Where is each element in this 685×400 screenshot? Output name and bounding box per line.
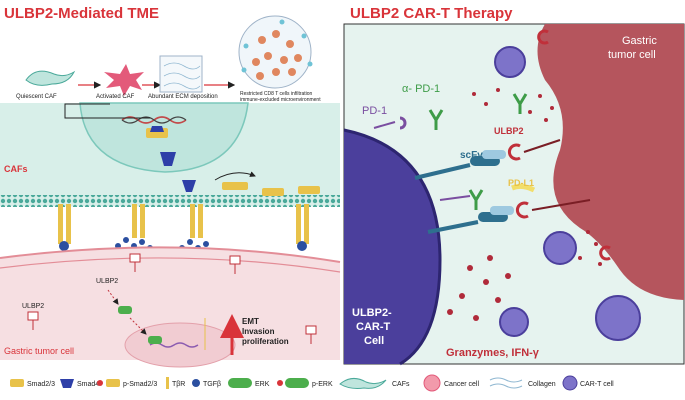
anti-pd1-label: α- PD-1 — [402, 83, 440, 95]
legend-collagen-icon — [489, 377, 523, 389]
ulbp2-label-a: ULBP2 — [96, 278, 118, 285]
tumor-nucleus — [124, 322, 236, 368]
flow-step-4b: immune-excluded microenvironment — [240, 97, 321, 103]
quiescent-caf-icon — [25, 70, 76, 86]
right-panel — [343, 23, 685, 366]
smad4-shape — [160, 152, 176, 166]
caf-membrane — [0, 195, 340, 207]
legend-cart-icon — [562, 375, 578, 391]
text-layer: ULBP2-Mediated TME ULBP2 CAR-T Therapy Q… — [4, 5, 657, 359]
cart-label-3: Cell — [364, 335, 384, 347]
legend-phospho-dot — [97, 380, 103, 386]
legend-smad23: Smad2/3 — [27, 381, 55, 388]
left-panel-title: ULBP2-Mediated TME — [4, 5, 159, 22]
legend-smad23-icon — [10, 379, 24, 387]
flow-step-1: Quiescent CAF — [16, 94, 57, 100]
ulbp2-markers — [27, 253, 317, 344]
flow-step-3: Abundant ECM deposition — [148, 94, 218, 100]
smad-cytoplasm-1 — [222, 182, 248, 190]
legend-erk-icon — [228, 378, 252, 388]
outcome-proliferation: proliferation — [242, 337, 289, 346]
outcome-invasion: Invasion — [242, 327, 275, 336]
ulbp2-label-b: ULBP2 — [22, 303, 44, 310]
pd1-receptors — [373, 116, 471, 201]
legend-perk-icon — [285, 378, 309, 388]
car-constructs — [414, 150, 514, 234]
legend-cart: CAR-T cell — [580, 381, 614, 388]
legend-psmad-icon — [106, 379, 120, 387]
cart-cell-small-3 — [595, 295, 641, 341]
caf-activation-flow — [25, 15, 313, 96]
legend-cancer: Cancer cell — [444, 381, 479, 388]
pd1-label: PD-1 — [362, 105, 387, 117]
cart-cell-small-4 — [499, 307, 529, 337]
feedback-arrow — [64, 103, 150, 119]
legend-erk: ERK — [255, 381, 270, 388]
outcome-emt: EMT — [242, 317, 259, 326]
smad4-shape-2 — [182, 180, 196, 192]
legend-tgfb-icon — [192, 379, 200, 387]
cart-cell-large — [344, 130, 440, 364]
gastric-tumor-cell-right — [537, 24, 684, 300]
legend-collagen: Collagen — [528, 381, 556, 388]
flow-step-2: Activated CAF — [96, 94, 135, 100]
cart-label-2: CAR-T — [356, 321, 390, 333]
right-panel-title: ULBP2 CAR-T Therapy — [350, 5, 513, 22]
cart-cell-small-2 — [543, 231, 577, 265]
legend-perk-dot — [277, 380, 283, 386]
caf-label: CAFs — [4, 164, 28, 174]
tumor-label-right-2: tumor cell — [608, 49, 656, 61]
anti-pd1-antibodies — [428, 93, 528, 210]
legend-tbr: TβR — [172, 381, 185, 388]
legend-caf-icon — [339, 378, 387, 389]
immune-excluded-icon — [238, 15, 312, 89]
dna-strand-2 — [121, 116, 187, 124]
flow-step-4a: Restricted CD8 T cells infiltration — [240, 91, 313, 97]
legend-cancer-icon — [423, 374, 441, 392]
pdl1-ligand — [511, 183, 536, 193]
granzyme-dots — [447, 88, 602, 321]
ulbp2-right-label: ULBP2 — [494, 126, 524, 136]
tumor-membrane-inner — [0, 257, 341, 273]
legend-smad4: Smad4 — [77, 381, 99, 388]
ulbp2-erk-arrow — [107, 289, 119, 305]
left-panel — [0, 15, 341, 368]
tumor-label-right-1: Gastric — [622, 35, 657, 47]
signal-arrow-cytoplasm — [214, 171, 256, 181]
smad4-nucleus — [150, 126, 164, 132]
smad-cytoplasm-3 — [298, 186, 320, 194]
cart-cell-small-1 — [494, 46, 526, 78]
tumor-cell-label: Gastric tumor cell — [4, 346, 74, 356]
cart-label-1: ULBP2- — [352, 307, 392, 319]
activated-caf-icon — [104, 64, 144, 96]
pdl1-label: PD-L1 — [508, 178, 534, 188]
legend-tgfb: TGFβ — [203, 381, 221, 388]
legend-perk: p-ERK — [312, 381, 333, 388]
ulbp2-receptors-right — [507, 29, 611, 261]
legend-tbr-icon — [166, 377, 169, 389]
scfv-label: scFv — [460, 150, 483, 161]
perk-tumor — [148, 336, 162, 344]
legend-smad4-icon — [60, 379, 74, 388]
legend-cafs: CAFs — [392, 381, 410, 388]
tumor-membrane-outer — [0, 246, 341, 263]
granzymes-label: Granzymes, IFN-γ — [446, 347, 540, 359]
ecm-icon — [159, 55, 203, 93]
erk-tumor — [118, 306, 132, 314]
tgfb-receptors — [58, 204, 309, 251]
gastric-tumor-area — [0, 247, 340, 360]
legend-psmad23: p-Smad2/3 — [123, 381, 157, 388]
smad-cytoplasm-2 — [262, 188, 284, 196]
legend: Smad2/3 Smad4 p-Smad2/3 TβR TGFβ ERK p-E… — [0, 368, 685, 400]
